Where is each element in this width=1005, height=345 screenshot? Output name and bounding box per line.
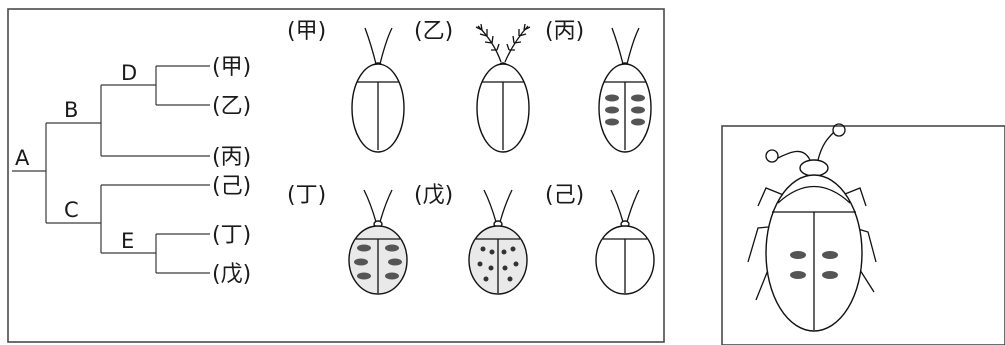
phylogenetic-tree: A B C D E (甲) (乙) (丙) (己) (丁) (戊) — [12, 55, 251, 287]
main-panel-frame — [8, 9, 664, 342]
beetle-jia-icon — [352, 28, 404, 152]
beetle-bing-icon — [599, 28, 651, 152]
figure-label-bing: (丙) — [545, 19, 584, 44]
node-label-c: C — [64, 198, 79, 222]
node-label-a: A — [15, 146, 30, 170]
leaf-label-wu: (戊) — [212, 262, 251, 287]
beetle-detail-icon — [748, 124, 876, 331]
leaf-label-yi: (乙) — [212, 94, 251, 119]
beetle-ding-icon — [349, 190, 407, 294]
leaf-label-ji: (己) — [212, 174, 251, 199]
node-label-e: E — [121, 229, 134, 253]
node-label-d: D — [121, 61, 137, 85]
beetle-wu-icon — [469, 190, 527, 294]
node-label-b: B — [64, 98, 78, 122]
figure-label-ding: (丁) — [287, 183, 326, 208]
beetle-yi-icon — [476, 24, 530, 152]
leaf-label-ding: (丁) — [212, 223, 251, 248]
beetle-ji-icon — [596, 190, 654, 294]
leaf-label-jia: (甲) — [212, 55, 251, 80]
figure-label-ji: (己) — [545, 183, 584, 208]
figure-label-yi: (乙) — [414, 19, 453, 44]
leaf-label-bing: (丙) — [212, 145, 251, 170]
figure-label-jia: (甲) — [287, 19, 326, 44]
figure-label-wu: (戊) — [414, 183, 453, 208]
detail-panel-frame — [722, 126, 1005, 345]
